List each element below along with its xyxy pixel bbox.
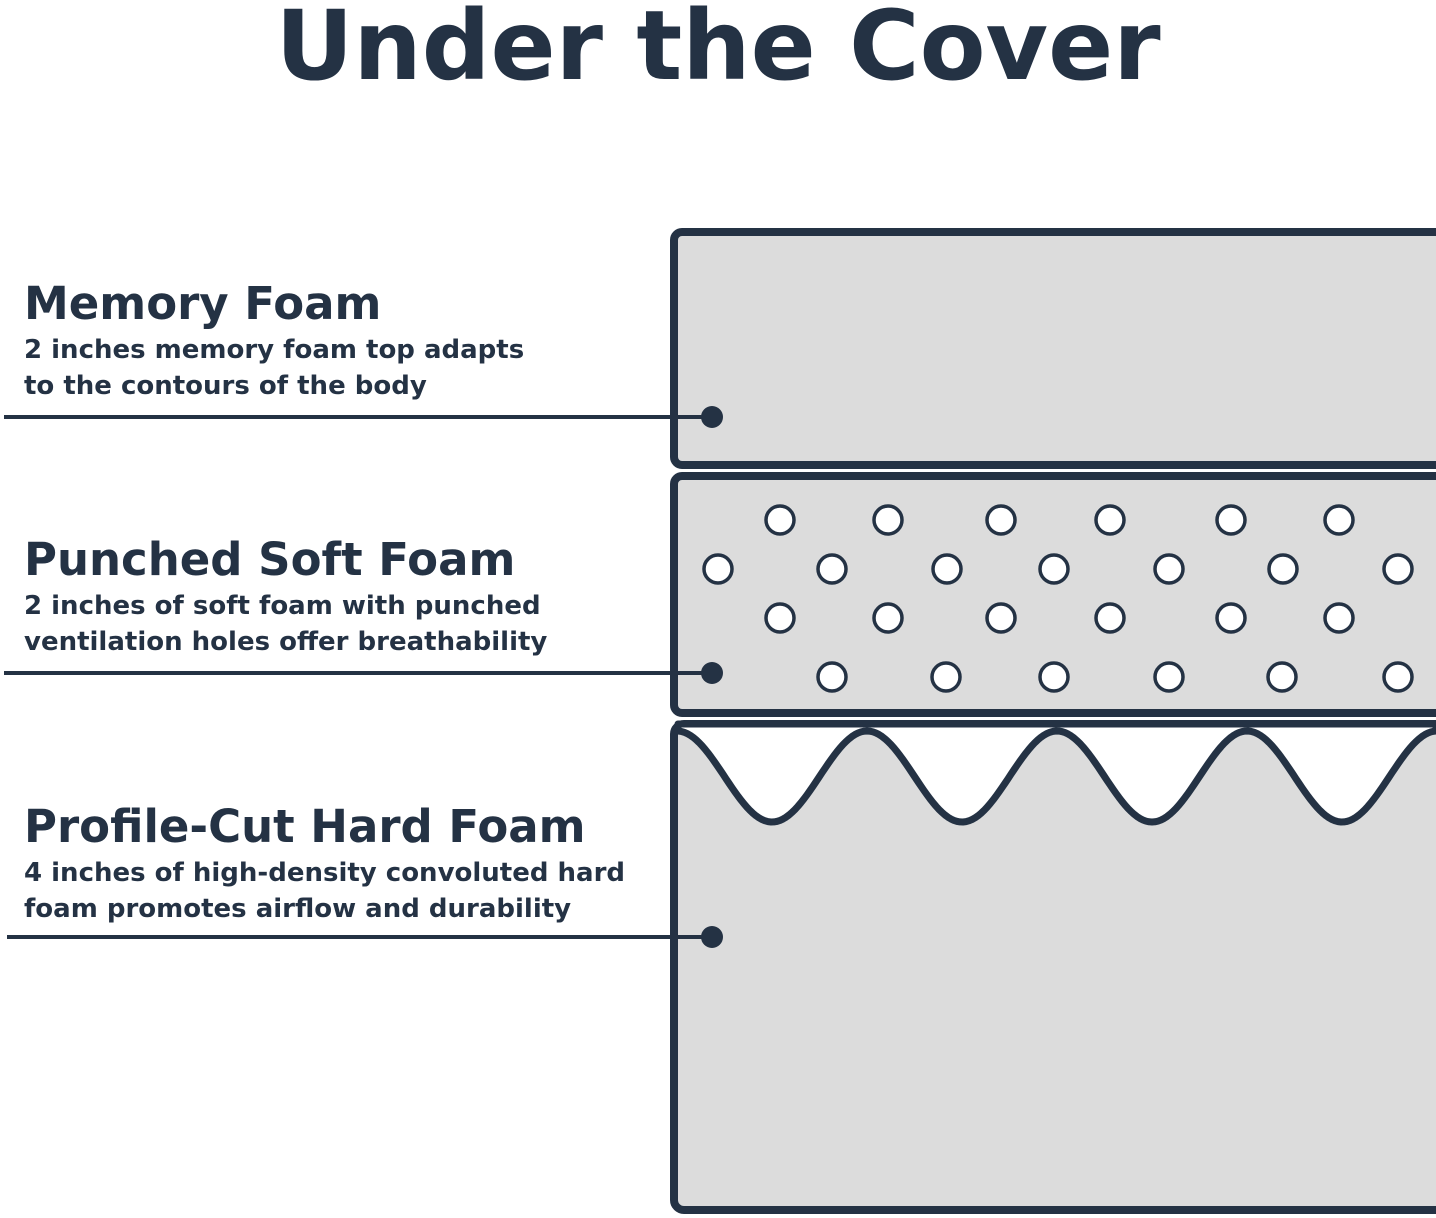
ventilation-hole: [1382, 553, 1414, 585]
ventilation-hole: [985, 602, 1017, 634]
ventilation-hole: [816, 553, 848, 585]
ventilation-hole: [1323, 504, 1355, 536]
ventilation-hole: [1094, 602, 1126, 634]
ventilation-hole: [1094, 504, 1126, 536]
ventilation-hole: [1382, 661, 1414, 693]
ventilation-hole: [1038, 661, 1070, 693]
ventilation-hole: [1323, 602, 1355, 634]
layer-description: 2 inches memory foam top adapts to the c…: [24, 335, 525, 401]
layer-name: Profile-Cut Hard Foam: [24, 800, 586, 853]
convoluted-wave-cut: [674, 720, 1436, 826]
ventilation-hole: [1215, 504, 1247, 536]
ventilation-hole: [816, 661, 848, 693]
layer-description: 4 inches of high-density convoluted hard…: [24, 858, 626, 924]
ventilation-holes: [702, 504, 1414, 693]
ventilation-hole: [872, 602, 904, 634]
ventilation-hole: [1038, 553, 1070, 585]
ventilation-hole: [931, 553, 963, 585]
ventilation-hole: [872, 504, 904, 536]
ventilation-hole: [930, 661, 962, 693]
layer-name: Memory Foam: [24, 277, 382, 330]
memory-foam-layer: [670, 228, 1436, 469]
layer-name: Punched Soft Foam: [24, 533, 516, 586]
ventilation-hole: [764, 504, 796, 536]
punched-soft-foam-layer: [670, 472, 1436, 717]
layer-label-profile-cut-hard-foam: Profile-Cut Hard Foam 4 inches of high-d…: [24, 799, 625, 927]
layer-description: 2 inches of soft foam with punched venti…: [24, 591, 548, 657]
leader-dot-memory-foam: [701, 406, 723, 428]
ventilation-hole: [1266, 661, 1298, 693]
ventilation-hole: [1153, 661, 1185, 693]
ventilation-hole: [764, 602, 796, 634]
leader-dot-profile-cut-hard-foam: [701, 926, 723, 948]
ventilation-hole: [1267, 553, 1299, 585]
ventilation-hole: [1215, 602, 1247, 634]
ventilation-hole: [1153, 553, 1185, 585]
layer-label-memory-foam: Memory Foam 2 inches memory foam top ada…: [24, 276, 524, 404]
page-title: Under the Cover: [275, 0, 1161, 102]
layer-label-punched-soft-foam: Punched Soft Foam 2 inches of soft foam …: [24, 532, 547, 660]
leader-dot-punched-soft-foam: [701, 662, 723, 684]
ventilation-hole: [702, 553, 734, 585]
ventilation-hole: [985, 504, 1017, 536]
